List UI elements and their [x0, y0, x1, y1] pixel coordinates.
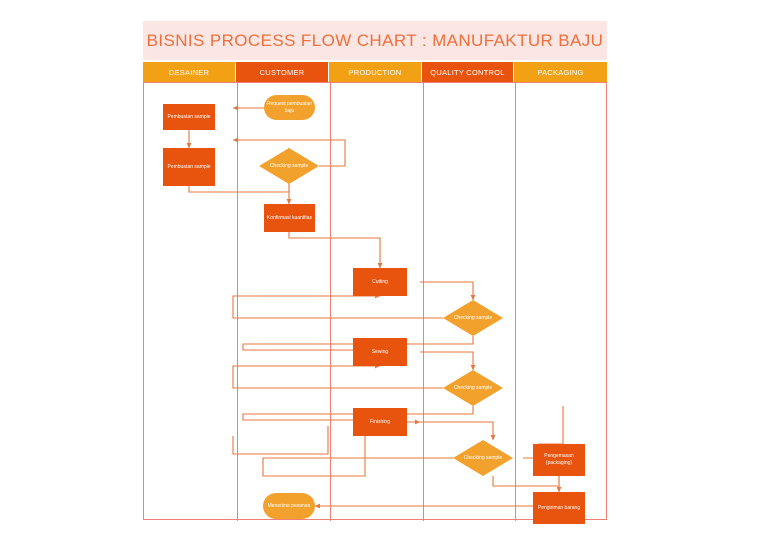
decision-diamond-icon [443, 370, 503, 406]
node-label: Checking sample [463, 454, 503, 461]
lane-divider [423, 83, 424, 521]
lane-divider [515, 83, 516, 521]
connector-layer [186, 105, 564, 509]
node-sewing[interactable]: Sewing [353, 338, 407, 366]
node-label: Checking sample [453, 384, 493, 391]
node-pengiriman[interactable]: Pengiriman barang [533, 492, 585, 524]
node-label: Sewing [371, 348, 389, 355]
node-konfirmasi-kuantitas[interactable]: Konfirmasi kuantitas [264, 204, 315, 232]
node-label: Pengiriman barang [537, 504, 581, 511]
lane-header-production[interactable]: PRODUCTION [329, 62, 422, 82]
lane-header-label: DESAINER [168, 67, 210, 77]
lane-header-packaging[interactable]: PACKAGING [514, 62, 607, 82]
lane-header-label: PACKAGING [537, 67, 584, 77]
node-label: Finishing [369, 418, 390, 425]
node-label: Pembuatan sample [167, 163, 211, 170]
node-checking-sample-3[interactable]: Checking sample [443, 370, 503, 406]
decision-diamond-icon [259, 148, 319, 184]
node-pembuatan-sample-2[interactable]: Pembuatan sample [163, 148, 215, 186]
lane-divider [330, 83, 331, 521]
flow-diagram: Pembuatan sample Pembuatan sample Reques… [143, 82, 607, 524]
node-label: Pembuatan sample [167, 113, 211, 120]
node-pembuatan-sample-1[interactable]: Pembuatan sample [163, 104, 215, 130]
node-checking-sample-1[interactable]: Checking sample [259, 148, 319, 184]
node-label: Checking sample [269, 162, 309, 169]
chart-title-band: BISNIS PROCESS FLOW CHART : MANUFAKTUR B… [143, 21, 607, 60]
decision-diamond-icon [453, 440, 513, 476]
node-checking-sample-4[interactable]: Checking sample [453, 440, 513, 476]
swimlane-header-row: DESAINER CUSTOMER PRODUCTION QUALITY CON… [143, 62, 607, 82]
page-title: BISNIS PROCESS FLOW CHART : MANUFAKTUR B… [146, 30, 604, 50]
node-label: Request pembuatan baju [266, 100, 313, 114]
lane-divider [237, 83, 238, 521]
node-label: Pengemasan (packaging) [544, 453, 574, 466]
lane-header-label: QUALITY CONTROL [430, 67, 505, 77]
node-cutting[interactable]: Cutting [353, 268, 407, 296]
lane-header-desainer[interactable]: DESAINER [143, 62, 236, 82]
node-request-pembuatan-baju[interactable]: Request pembuatan baju [264, 95, 315, 120]
lane-header-label: PRODUCTION [348, 67, 402, 77]
node-pengemasan[interactable]: Pengemasan (packaging) [533, 444, 585, 476]
node-label: Menerima pesanan [267, 502, 311, 509]
lane-header-quality-control[interactable]: QUALITY CONTROL [422, 62, 514, 82]
node-finishing[interactable]: Finishing [353, 408, 407, 436]
decision-diamond-icon [443, 300, 503, 336]
node-menerima-pesanan[interactable]: Menerima pesanan [263, 493, 315, 519]
node-label: Cutting [372, 278, 388, 285]
node-checking-sample-2[interactable]: Checking sample [443, 300, 503, 336]
node-label: Checking sample [453, 314, 493, 321]
lane-header-customer[interactable]: CUSTOMER [236, 62, 329, 82]
node-label: Konfirmasi kuantitas [266, 214, 313, 221]
lane-header-label: CUSTOMER [259, 67, 305, 77]
swimlane-body [143, 82, 607, 521]
